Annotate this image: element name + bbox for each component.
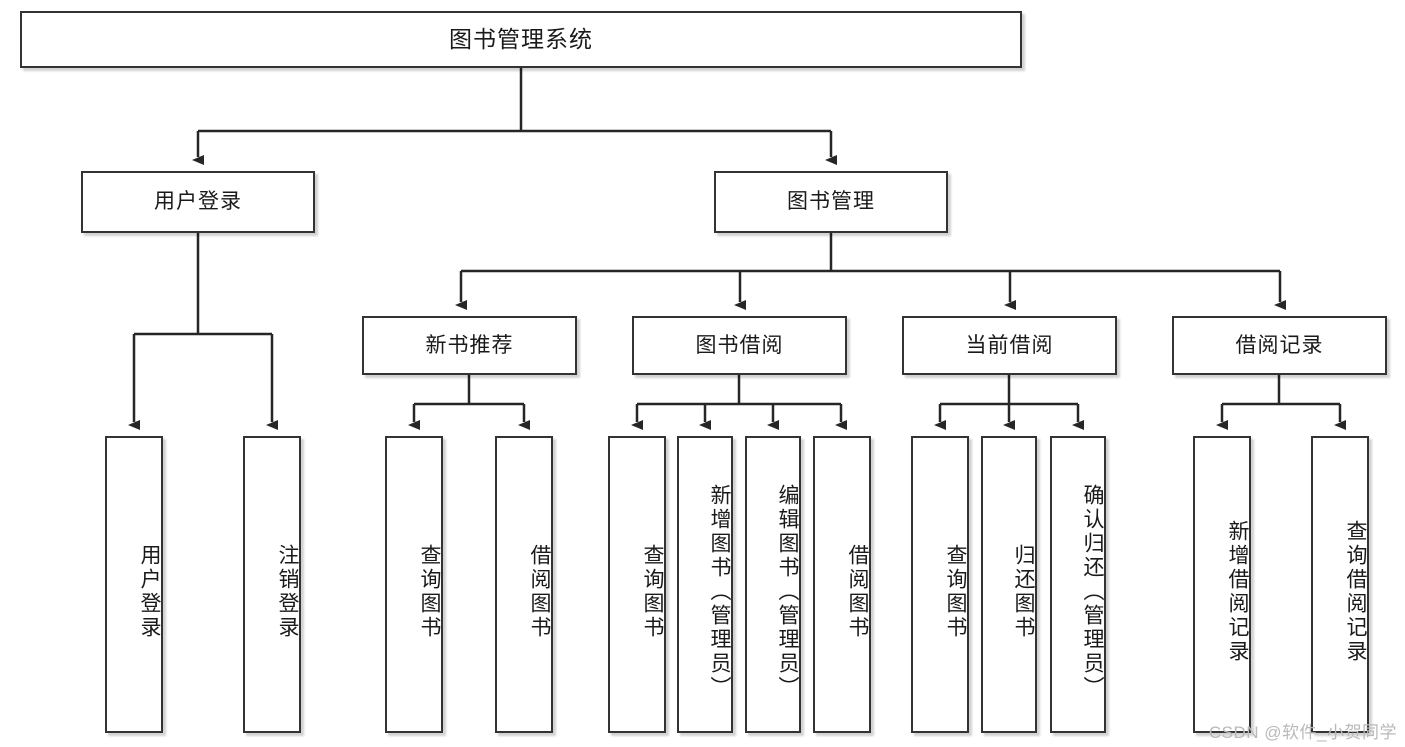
node-borrowing-record[interactable]: 借阅记录 (1172, 316, 1387, 375)
leaf-confirm-return-admin[interactable]: 确认归还（管理员） (1050, 436, 1106, 733)
node-label: 用户登录 (154, 190, 242, 214)
leaf-query-borrowing-record[interactable]: 查询借阅记录 (1311, 436, 1369, 733)
node-label: 编辑图书（管理员） (776, 483, 799, 700)
node-label: 借阅图书 (846, 543, 869, 640)
node-new-book-recommendation[interactable]: 新书推荐 (362, 316, 577, 375)
node-label: 查询图书 (944, 543, 967, 640)
node-label: 查询图书 (641, 543, 664, 640)
watermark: CSDN @软件_小贺同学 (1208, 723, 1397, 742)
leaf-query-book-recommendation[interactable]: 查询图书 (385, 436, 443, 733)
node-label: 新增图书（管理员） (708, 483, 731, 700)
leaf-return-book[interactable]: 归还图书 (981, 436, 1037, 733)
node-label: 新书推荐 (425, 333, 514, 357)
node-root-book-management-system[interactable]: 图书管理系统 (20, 11, 1022, 68)
leaf-edit-book-admin[interactable]: 编辑图书（管理员） (745, 436, 801, 733)
leaf-borrow-book[interactable]: 借阅图书 (813, 436, 871, 733)
node-label: 新增借阅记录 (1226, 519, 1249, 664)
node-label: 图书管理 (787, 190, 875, 214)
leaf-add-borrowing-record[interactable]: 新增借阅记录 (1193, 436, 1251, 733)
node-user-login[interactable]: 用户登录 (81, 171, 315, 233)
node-label: 借阅图书 (528, 543, 551, 640)
node-label: 查询图书 (418, 543, 441, 640)
node-label: 归还图书 (1012, 543, 1035, 640)
node-label: 图书管理系统 (449, 25, 593, 52)
node-label: 注销登录 (276, 543, 299, 640)
leaf-borrow-book-recommendation[interactable]: 借阅图书 (495, 436, 553, 733)
node-label: 借阅记录 (1235, 333, 1324, 357)
leaf-query-book-current[interactable]: 查询图书 (911, 436, 969, 733)
node-label: 用户登录 (138, 543, 161, 640)
leaf-logout[interactable]: 注销登录 (243, 436, 301, 733)
leaf-query-book-borrowing[interactable]: 查询图书 (608, 436, 666, 733)
node-label: 查询借阅记录 (1344, 519, 1367, 664)
node-label: 图书借阅 (695, 333, 784, 357)
node-book-borrowing[interactable]: 图书借阅 (632, 316, 847, 375)
node-book-management[interactable]: 图书管理 (714, 171, 948, 233)
node-label: 当前借阅 (965, 333, 1054, 357)
leaf-add-book-admin[interactable]: 新增图书（管理员） (677, 436, 733, 733)
leaf-user-login[interactable]: 用户登录 (105, 436, 163, 733)
node-current-borrowing[interactable]: 当前借阅 (902, 316, 1117, 375)
node-label: 确认归还（管理员） (1081, 483, 1104, 700)
